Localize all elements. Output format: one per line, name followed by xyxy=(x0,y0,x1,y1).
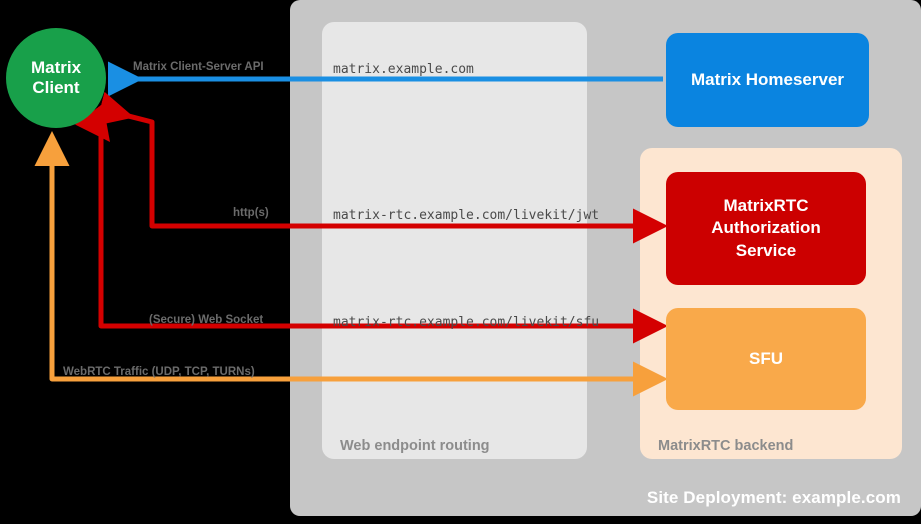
endpoint-livekit-jwt: matrix-rtc.example.com/livekit/jwt xyxy=(333,208,600,223)
site-deployment-label: Site Deployment: example.com xyxy=(646,488,901,507)
endpoint-livekit-sfu: matrix-rtc.example.com/livekit/sfu xyxy=(333,315,600,330)
authorization-label-line1: MatrixRTC xyxy=(723,195,809,215)
label-webrtc-traffic: WebRTC Traffic (UDP, TCP, TURNs) xyxy=(63,366,255,378)
matrix-client-node[interactable]: Matrix Client xyxy=(6,28,106,128)
matrixrtc-authorization-service-box[interactable]: MatrixRTC Authorization Service xyxy=(666,172,866,285)
sfu-label: SFU xyxy=(749,349,783,368)
authorization-label-line3: Service xyxy=(735,240,797,260)
matrix-client-label-line1: Matrix xyxy=(30,57,82,77)
label-web-socket: (Secure) Web Socket xyxy=(149,314,264,326)
matrixrtc-backend-label: MatrixRTC backend xyxy=(658,438,794,454)
matrix-homeserver-box[interactable]: Matrix Homeserver xyxy=(666,33,869,127)
web-endpoint-routing-label: Web endpoint routing xyxy=(340,438,490,454)
matrix-homeserver-label: Matrix Homeserver xyxy=(690,70,845,89)
label-client-server-api: Matrix Client-Server API xyxy=(133,61,264,73)
matrix-client-label-line2: Client xyxy=(32,78,80,97)
web-endpoint-routing-panel xyxy=(322,22,587,459)
label-https: http(s) xyxy=(233,207,269,219)
sfu-box[interactable]: SFU xyxy=(666,308,866,410)
endpoint-matrix-example-com: matrix.example.com xyxy=(333,62,474,77)
authorization-label-line2: Authorization xyxy=(711,218,821,238)
